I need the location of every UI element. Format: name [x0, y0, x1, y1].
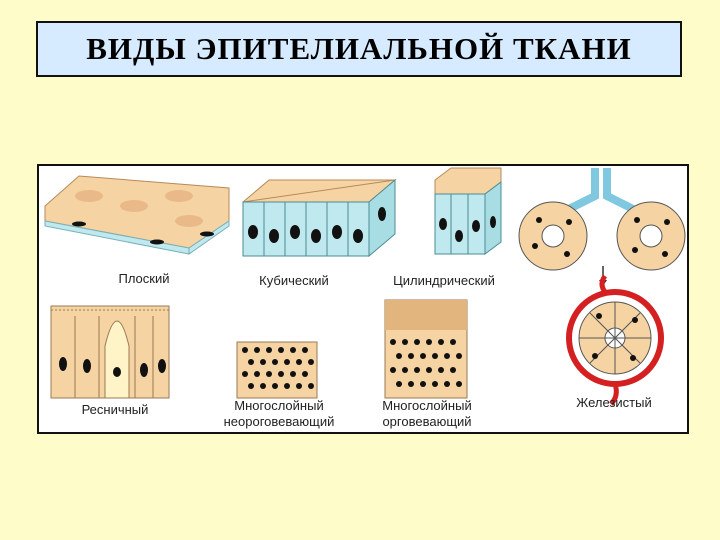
diagram-panel: Плоский Кубический Цилиндрический Реснич…	[37, 164, 689, 434]
epithelium-illustrations	[44, 167, 686, 406]
gland-acini-illustration	[518, 168, 686, 271]
page-title: ВИДЫ ЭПИТЕЛИАЛЬНОЙ ТКАНИ	[86, 31, 632, 66]
label-flat: Плоский	[118, 271, 170, 286]
label-stratified-nonkeratinized-line1: Многослойный	[234, 398, 324, 413]
title-box: ВИДЫ ЭПИТЕЛИАЛЬНОЙ ТКАНИ	[36, 21, 682, 77]
label-glandular: Железистый	[576, 395, 652, 410]
cylindrical-epithelium-illustration	[434, 167, 502, 255]
stratified-keratinized-illustration	[384, 299, 468, 399]
flat-epithelium-illustration	[44, 175, 230, 255]
ciliated-epithelium-illustration	[50, 305, 170, 399]
label-ciliated: Ресничный	[81, 402, 149, 417]
gland-blood-supply-illustration	[566, 266, 664, 406]
label-cylindrical: Цилиндрический	[393, 273, 495, 288]
label-cubic: Кубический	[259, 273, 329, 288]
label-stratified-keratinized-line2: орговевающий	[382, 414, 472, 429]
label-stratified-keratinized-line1: Многослойный	[382, 398, 472, 413]
stratified-nonkeratinized-illustration	[236, 341, 318, 399]
label-stratified-nonkeratinized-line2: неороговевающий	[223, 414, 335, 429]
cubic-epithelium-illustration	[242, 178, 397, 258]
